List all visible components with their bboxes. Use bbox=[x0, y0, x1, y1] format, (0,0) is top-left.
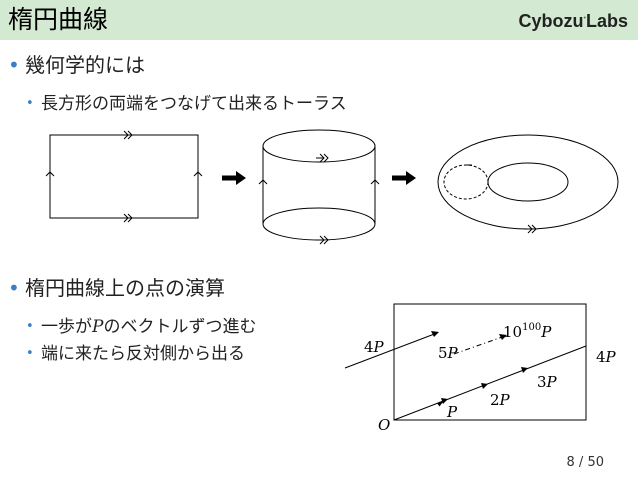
fundamental-domain bbox=[393, 303, 587, 421]
slide-title: 楕円曲線 bbox=[8, 5, 109, 34]
transform-arrow-1 bbox=[222, 171, 246, 185]
arrowhead-p bbox=[441, 398, 448, 404]
bullet-geometric-text: 幾何学的には bbox=[25, 53, 145, 77]
arrowhead-3p bbox=[521, 367, 528, 373]
transform-arrow-2 bbox=[392, 171, 416, 185]
point-addition-figure: 4P 5P 10100P 4P 3P 2P P O bbox=[344, 303, 617, 434]
sub-bullet-torus-text: 長方形の両端をつなげて出来るトーラス bbox=[41, 94, 347, 114]
label-5p: 5P bbox=[438, 344, 459, 362]
sub-bullet-wrap-text: 端に来たら反対側から出る bbox=[41, 344, 245, 364]
cybozu-labs-logo: Cybozu•Labs bbox=[519, 8, 628, 32]
sub-bullet-step-p: P bbox=[92, 317, 104, 337]
label-p: P bbox=[446, 403, 458, 421]
bullet-dot: • bbox=[8, 276, 20, 300]
title-bar: 楕円曲線 Cybozu•Labs bbox=[0, 0, 638, 40]
label-10-100-p: 10100P bbox=[503, 322, 552, 341]
label-4p-left: 4P bbox=[364, 338, 385, 356]
sub-bullet-step-post: のベクトルずつ進む bbox=[103, 317, 257, 337]
bullet-point-operation-text: 楕円曲線上の点の演算 bbox=[25, 276, 225, 300]
label-2p: 2P bbox=[490, 391, 511, 409]
bullet-dot: • bbox=[8, 53, 20, 77]
bullet-geometric: •幾何学的には bbox=[8, 52, 145, 78]
sub-bullet-wrap: • 端に来たら反対側から出る bbox=[26, 343, 245, 365]
sub-bullet-dot: • bbox=[26, 96, 34, 111]
logo-name: Cybozu bbox=[518, 11, 584, 31]
sub-bullet-step: • 一歩がPのベクトルずつ進む bbox=[26, 316, 256, 338]
lower-vector-line bbox=[393, 345, 587, 421]
bullet-point-operation: •楕円曲線上の点の演算 bbox=[8, 275, 225, 301]
sub-bullet-step-pre: 一歩が bbox=[41, 317, 92, 337]
page-number: 8 / 50 bbox=[566, 455, 604, 470]
label-4p-right: 4P bbox=[596, 348, 617, 366]
torus-shape bbox=[437, 134, 619, 234]
rectangle-shape bbox=[45, 130, 203, 223]
label-3p: 3P bbox=[537, 373, 558, 391]
sub-bullet-dot: • bbox=[26, 346, 34, 361]
torus-construction-figure bbox=[45, 129, 619, 245]
arrowhead-2p bbox=[481, 383, 488, 389]
sub-bullet-dot: • bbox=[26, 319, 34, 334]
logo-dot: • bbox=[583, 15, 586, 22]
cylinder-shape bbox=[258, 129, 380, 245]
sub-bullet-torus: • 長方形の両端をつなげて出来るトーラス bbox=[26, 93, 347, 115]
logo-suffix: Labs bbox=[585, 11, 628, 31]
label-origin: O bbox=[378, 416, 390, 434]
upper-vector-line bbox=[344, 331, 507, 369]
